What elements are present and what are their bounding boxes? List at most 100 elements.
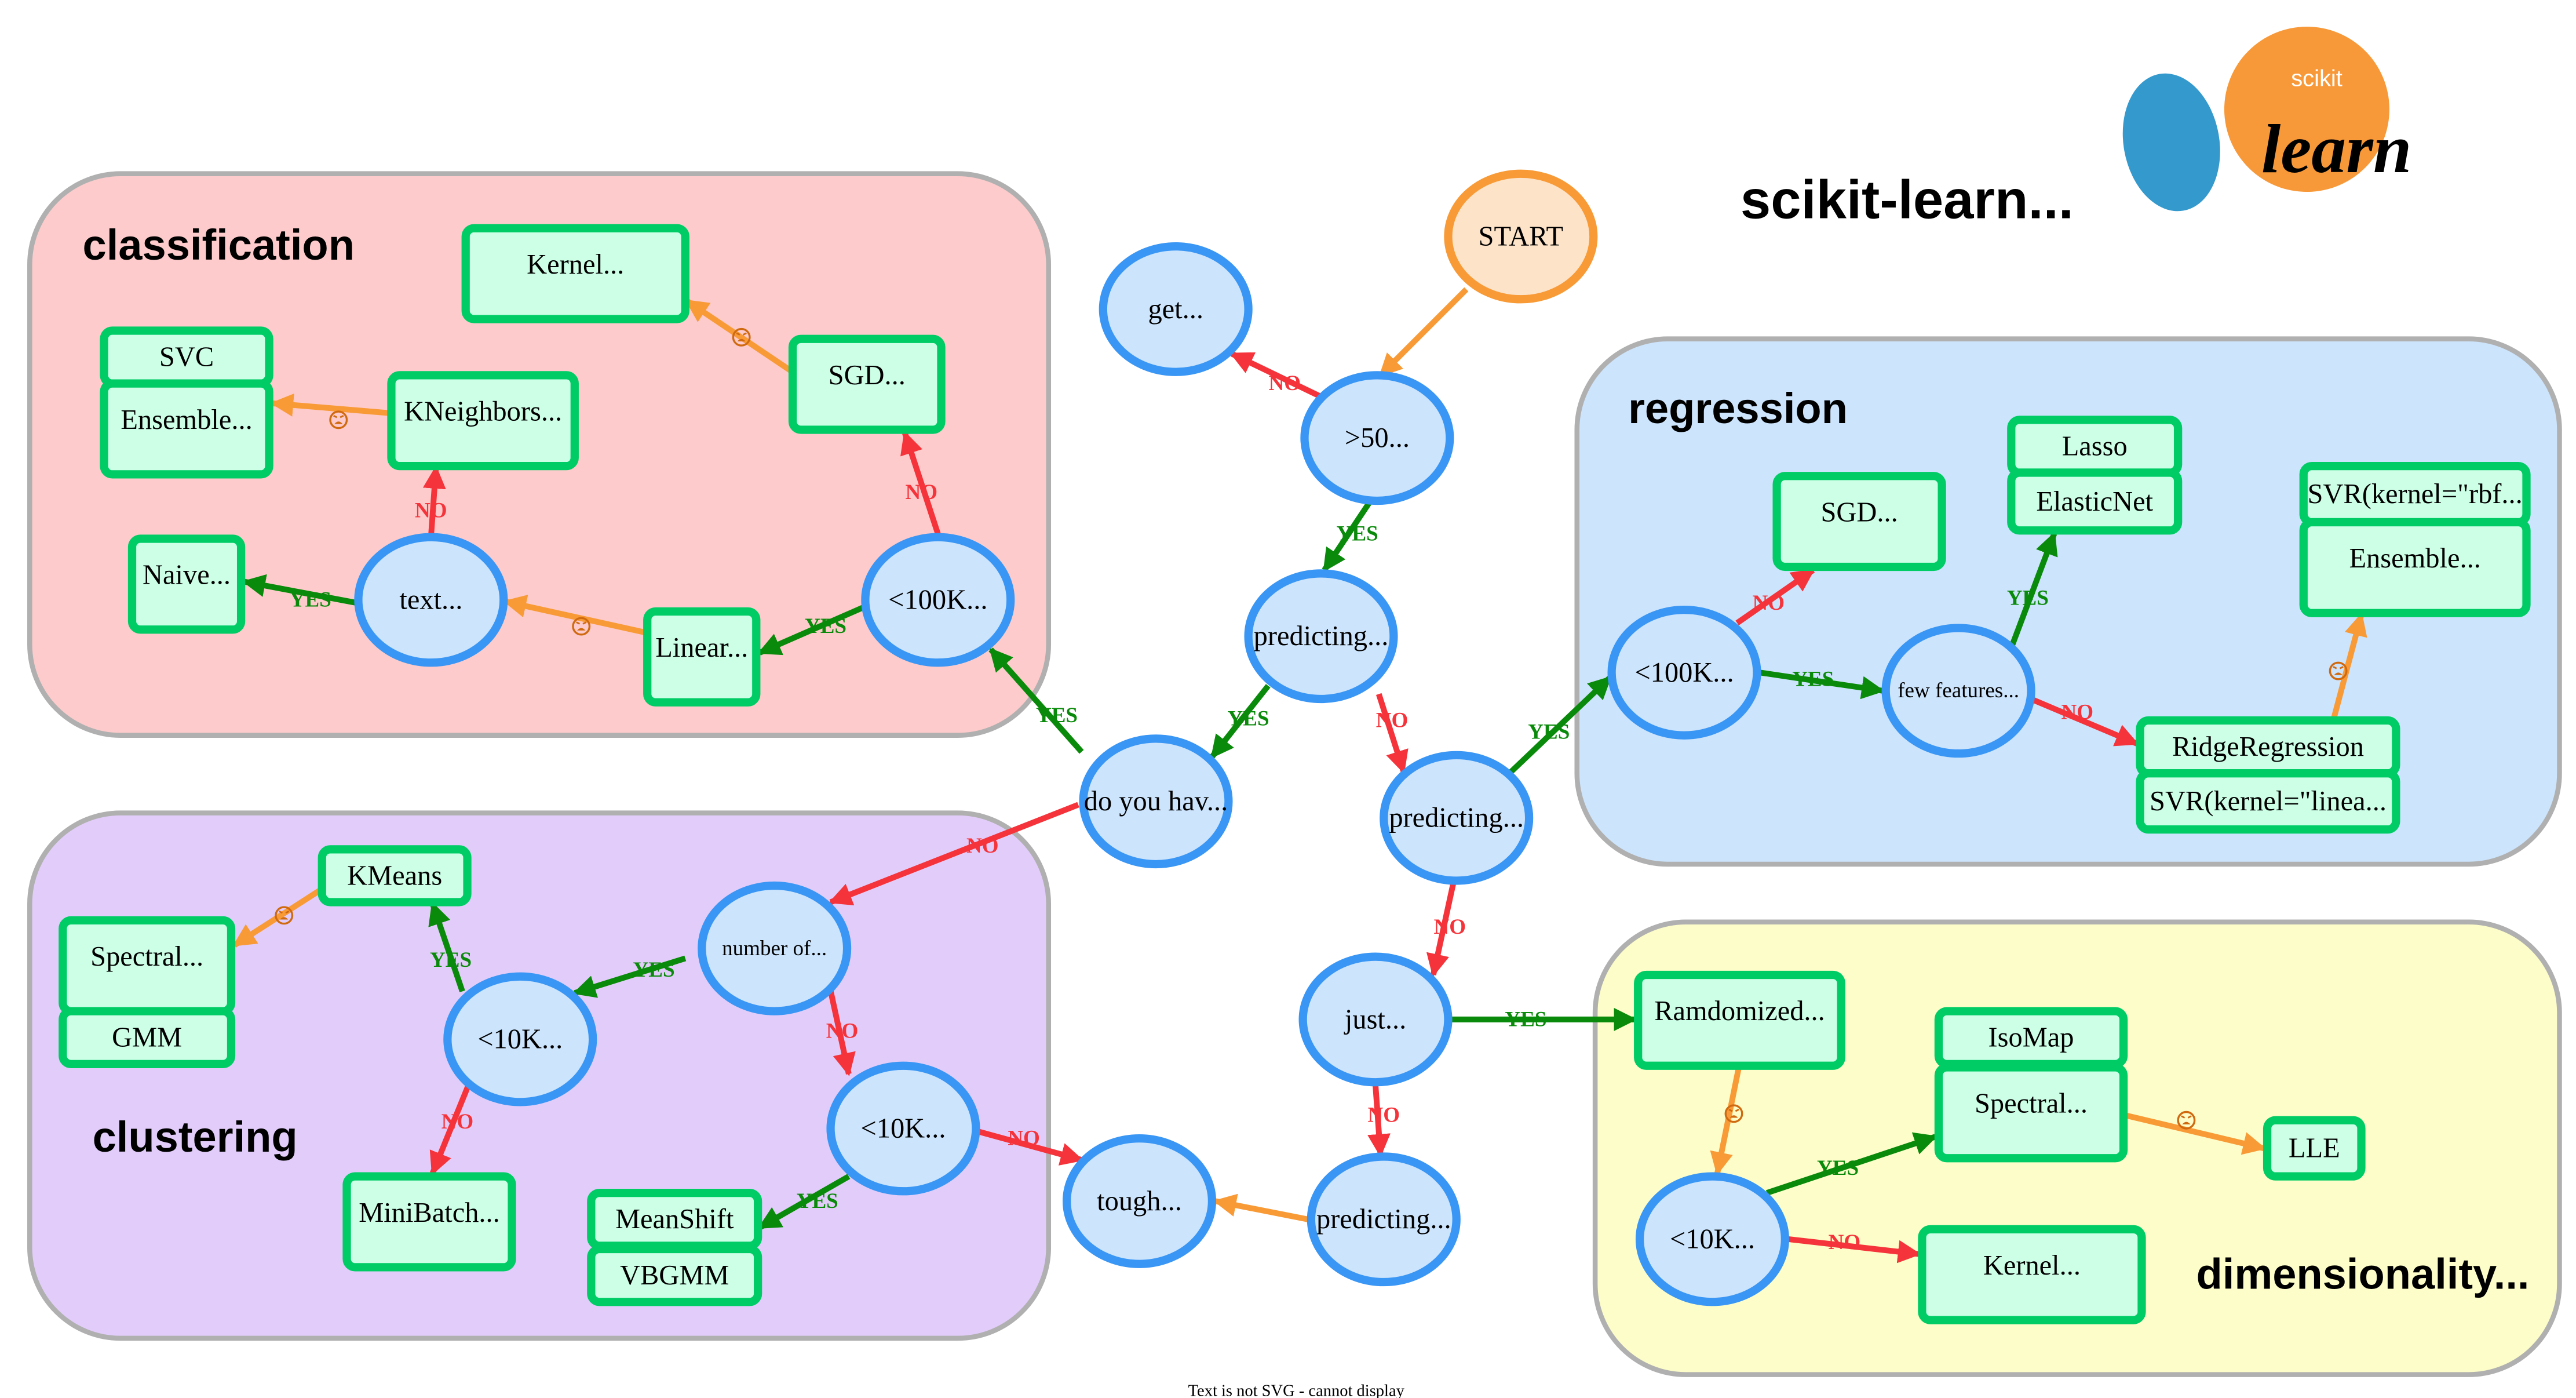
edge-label-no: NO <box>1008 1127 1040 1151</box>
edge-gt50-to-predicting-cat <box>1322 499 1373 573</box>
node-shape <box>59 1007 236 1068</box>
sad-face-icon <box>732 327 751 347</box>
edge-few-features-to-ridge <box>2030 696 2139 747</box>
estimator-node-dim-spectral[interactable]: Spectral... <box>1934 1063 2128 1163</box>
decision-node-clu-lt10k-b[interactable]: <10K... <box>826 1061 980 1196</box>
edge-label-yes: YES <box>1505 1007 1546 1031</box>
node-shape <box>1062 1134 1217 1268</box>
estimator-node-cls-sgd[interactable]: SGD... <box>788 334 946 434</box>
estimator-node-svc[interactable]: SVC <box>100 326 273 388</box>
start-node-start[interactable]: START <box>1444 169 1598 304</box>
estimator-node-reg-sgd[interactable]: SGD... <box>1772 472 1946 571</box>
edge-label-yes: YES <box>430 948 472 972</box>
edge-dim-lt10k-to-dim-kernel <box>1787 1236 1921 1264</box>
estimator-node-svr-linear[interactable]: SVR(kernel="linea... <box>2136 769 2400 834</box>
decision-node-text-data[interactable]: text... <box>354 533 508 667</box>
node-label: GMM <box>112 1022 182 1053</box>
node-label: IsoMap <box>1988 1022 2074 1053</box>
decision-node-gt50[interactable]: >50... <box>1300 371 1454 505</box>
edge-label-no: NO <box>442 1110 474 1134</box>
estimator-node-lasso[interactable]: Lasso <box>2007 416 2183 477</box>
estimator-node-isomap[interactable]: IsoMap <box>1934 1007 2128 1068</box>
node-shape <box>127 534 246 634</box>
node-label: Spectral... <box>90 941 203 972</box>
estimator-node-lle[interactable]: LLE <box>2263 1116 2366 1181</box>
estimator-node-cls-ensemble[interactable]: Ensemble... <box>100 379 273 479</box>
node-label: VBGMM <box>620 1260 729 1291</box>
node-shape <box>826 1061 980 1196</box>
decision-node-get-more[interactable]: get... <box>1099 242 1253 376</box>
decision-node-num-categories[interactable]: number of... <box>698 881 852 1015</box>
estimator-node-clu-spectral[interactable]: Spectral... <box>59 916 236 1015</box>
estimator-node-naive[interactable]: Naive... <box>127 534 246 634</box>
edge-label-yes: YES <box>290 588 331 612</box>
estimator-node-cls-kernel[interactable]: Kernel... <box>461 224 689 323</box>
estimator-node-elasticnet[interactable]: ElasticNet <box>2007 468 2183 535</box>
decision-node-tough[interactable]: tough... <box>1062 1134 1217 1268</box>
estimator-node-linear[interactable]: Linear... <box>643 607 761 707</box>
decision-node-dim-lt10k[interactable]: <10K... <box>1635 1172 1789 1306</box>
estimator-node-minibatch[interactable]: MiniBatch... <box>342 1172 516 1272</box>
node-label: predicting... <box>1254 621 1389 651</box>
node-shape <box>1298 952 1453 1087</box>
node-shape <box>1634 970 1845 1070</box>
node-shape <box>1918 1225 2146 1324</box>
nodes-layer: START get... >50... predicting... do you hav… <box>59 169 2531 1324</box>
node-label: predicting... <box>1389 803 1524 833</box>
estimator-node-reg-ensemble[interactable]: Ensemble... <box>2299 518 2531 617</box>
decision-node-predicting-struct[interactable]: predicting... <box>1307 1152 1461 1287</box>
edge-predicting-struct-to-tough <box>1213 1193 1309 1222</box>
edge-label-no: NO <box>1376 709 1409 733</box>
estimator-node-dim-kernel[interactable]: Kernel... <box>1918 1225 2146 1324</box>
edge-label-yes: YES <box>1228 707 1269 731</box>
decision-node-few-features[interactable]: few features... <box>1881 624 2035 758</box>
decision-node-reg-lt100k[interactable]: <100K... <box>1607 605 1761 740</box>
estimator-node-gmm[interactable]: GMM <box>59 1007 236 1068</box>
node-label: <10K... <box>1670 1224 1755 1254</box>
edge-start-to-gt50 <box>1378 287 1469 377</box>
edge-cls-lt100k-to-cls-sgd <box>900 431 941 535</box>
edge-label-no: NO <box>1753 591 1785 615</box>
cluster-title: dimensionality... <box>2196 1250 2529 1298</box>
node-label: tough... <box>1097 1186 1182 1217</box>
cluster-title: classification <box>83 221 355 269</box>
estimator-node-vbgmm[interactable]: VBGMM <box>587 1244 762 1306</box>
estimator-node-svr-rbf[interactable]: SVR(kernel="rbf... <box>2299 462 2531 527</box>
node-shape <box>1380 751 1534 885</box>
decision-node-labeled[interactable]: do you hav... <box>1079 734 1233 869</box>
node-label: ElasticNet <box>2036 486 2153 517</box>
decision-node-just-looking[interactable]: just... <box>1298 952 1453 1087</box>
edge-label-yes: YES <box>1528 720 1570 744</box>
node-shape <box>2299 518 2531 617</box>
node-shape <box>1881 624 2035 758</box>
edge-cls-sgd-to-cls-kernel <box>685 298 794 374</box>
node-label: RidgeRegression <box>2172 731 2364 762</box>
edge-gt50-to-get-more <box>1229 351 1323 399</box>
node-shape <box>1635 1172 1789 1306</box>
decision-node-predicting-cat[interactable]: predicting... <box>1244 569 1398 704</box>
decision-node-cls-lt100k[interactable]: <100K... <box>861 533 1015 667</box>
node-shape <box>2263 1116 2366 1181</box>
scikit-learn-logo: scikit learn <box>2122 27 2411 212</box>
sad-face-icon <box>275 906 294 925</box>
decision-node-predicting-qty[interactable]: predicting... <box>1380 751 1534 885</box>
node-label: just... <box>1344 1004 1406 1035</box>
edge-label-no: NO <box>1368 1104 1400 1127</box>
node-label: KNeighbors... <box>404 396 562 427</box>
estimator-node-meanshift[interactable]: MeanShift <box>587 1189 762 1250</box>
decision-node-clu-lt10k-a[interactable]: <10K... <box>443 972 597 1106</box>
cluster-title: regression <box>1628 384 1848 432</box>
edge-label-no: NO <box>1829 1230 1861 1254</box>
estimator-node-randomized[interactable]: Ramdomized... <box>1634 970 1845 1070</box>
node-label: SGD... <box>1820 497 1898 527</box>
node-label: <100K... <box>888 584 987 615</box>
edge-kneighbors-to-cls-ensemble <box>270 393 392 417</box>
estimator-node-kneighbors[interactable]: KNeighbors... <box>387 371 579 471</box>
sad-face-icon <box>2177 1111 2196 1130</box>
edge-ridge-to-reg-ensemble <box>2330 612 2367 722</box>
node-label: Ensemble... <box>2349 543 2480 574</box>
node-label: Naive... <box>143 560 231 591</box>
edge-just-looking-to-predicting-struct <box>1367 1085 1391 1157</box>
estimator-node-kmeans[interactable]: KMeans <box>318 845 472 906</box>
estimator-node-ridge[interactable]: RidgeRegression <box>2136 716 2400 778</box>
